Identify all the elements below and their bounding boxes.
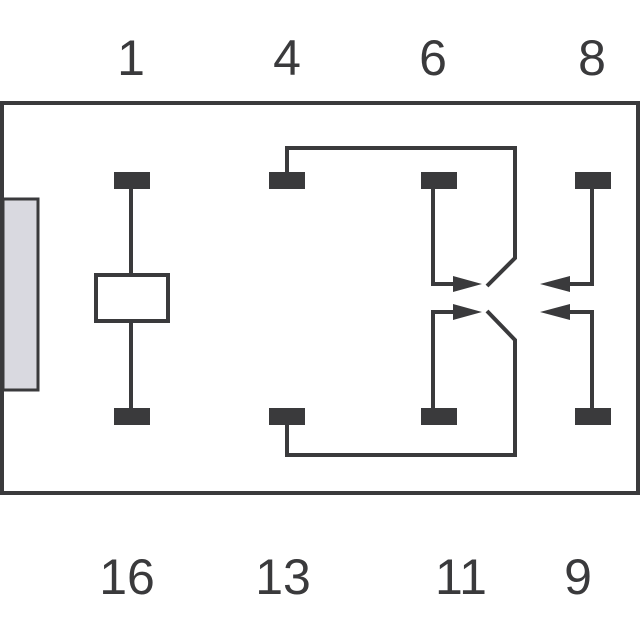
arrow-icon <box>453 304 482 320</box>
pad-4 <box>269 172 305 189</box>
pin-label-8: 8 <box>578 30 606 86</box>
relay-tab <box>1 197 40 392</box>
pad-11 <box>421 408 457 425</box>
pin-label-6: 6 <box>419 30 447 86</box>
pad-13 <box>269 408 305 425</box>
arrow-icon <box>453 276 482 292</box>
contact-6-wire <box>431 180 458 286</box>
pin-label-11: 11 <box>435 549 487 605</box>
arrow-icon <box>540 304 570 320</box>
pin-label-1: 1 <box>117 30 145 86</box>
common-wire-top <box>285 146 517 288</box>
pad-1 <box>114 172 150 189</box>
pin-label-4: 4 <box>273 30 301 86</box>
pad-9 <box>575 408 611 425</box>
arrow-icon <box>540 276 570 292</box>
pad-8 <box>575 172 611 189</box>
pad-16 <box>114 408 150 425</box>
contact-8-wire <box>566 180 594 286</box>
pin-label-9: 9 <box>564 549 592 605</box>
coil <box>94 273 170 323</box>
pin-label-13: 13 <box>255 549 311 605</box>
pin-label-16: 16 <box>99 549 155 605</box>
common-wire-bottom <box>285 309 517 457</box>
pad-6 <box>421 172 457 189</box>
contact-11-wire <box>431 310 458 416</box>
contact-9-wire <box>566 310 594 416</box>
